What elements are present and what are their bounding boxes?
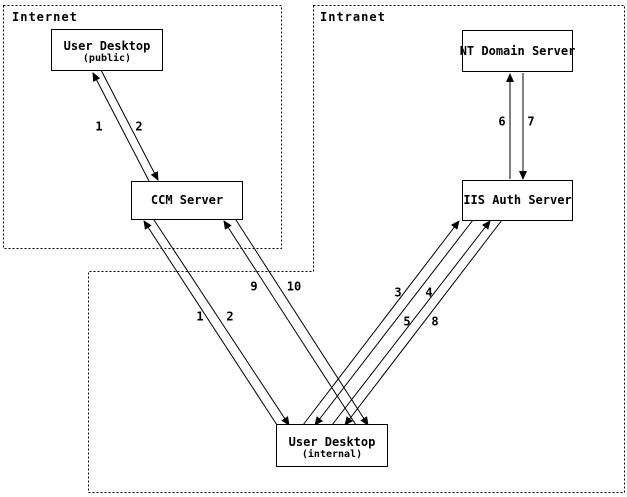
node-title: User Desktop	[288, 434, 376, 449]
edge-line-10	[235, 219, 369, 426]
edge-label-6: 6	[498, 114, 506, 129]
edge-label-4: 4	[425, 285, 433, 300]
node-title: IIS Auth Server	[463, 193, 572, 207]
node-user-desktop-public: User Desktop (public)	[51, 29, 163, 71]
node-subtitle: (public)	[82, 53, 132, 64]
edge-label-1-public: 1	[95, 119, 103, 134]
edge-line-1-public	[92, 72, 150, 182]
edge-label-7: 7	[527, 114, 535, 129]
node-title: NT Domain Server	[459, 43, 576, 58]
edge-label-1-internal: 1	[196, 309, 204, 324]
intranet-zone-label: Intranet	[320, 10, 386, 24]
internet-zone-border	[3, 5, 282, 249]
edge-line-3	[302, 220, 460, 426]
edge-label-2-internal: 2	[226, 309, 234, 324]
edge-line-2-internal	[153, 219, 290, 426]
edge-label-3: 3	[394, 285, 402, 300]
edge-label-8: 8	[431, 314, 439, 329]
edge-line-1-internal	[143, 220, 278, 426]
intranet-zone-border	[88, 5, 625, 493]
edge-label-9: 9	[250, 279, 258, 294]
node-user-desktop-internal: User Desktop (internal)	[276, 424, 388, 467]
edge-line-2-public	[100, 69, 159, 181]
node-subtitle: (internal)	[301, 448, 363, 460]
edge-label-5: 5	[403, 314, 411, 329]
edge-line-8	[344, 219, 503, 426]
edge-label-2-public: 2	[135, 119, 143, 134]
node-iis-auth-server: IIS Auth Server	[462, 180, 573, 221]
node-title: User Desktop	[63, 39, 151, 53]
node-nt-domain-server: NT Domain Server	[459, 30, 576, 72]
edge-line-5	[331, 220, 491, 426]
edge-line-4	[314, 219, 474, 426]
node-ccm-server: CCM Server	[131, 181, 243, 220]
node-title: CCM Server	[150, 193, 224, 207]
edge-label-10: 10	[286, 279, 302, 294]
internet-zone-label: Internet	[12, 10, 78, 24]
edge-line-9	[223, 220, 357, 426]
